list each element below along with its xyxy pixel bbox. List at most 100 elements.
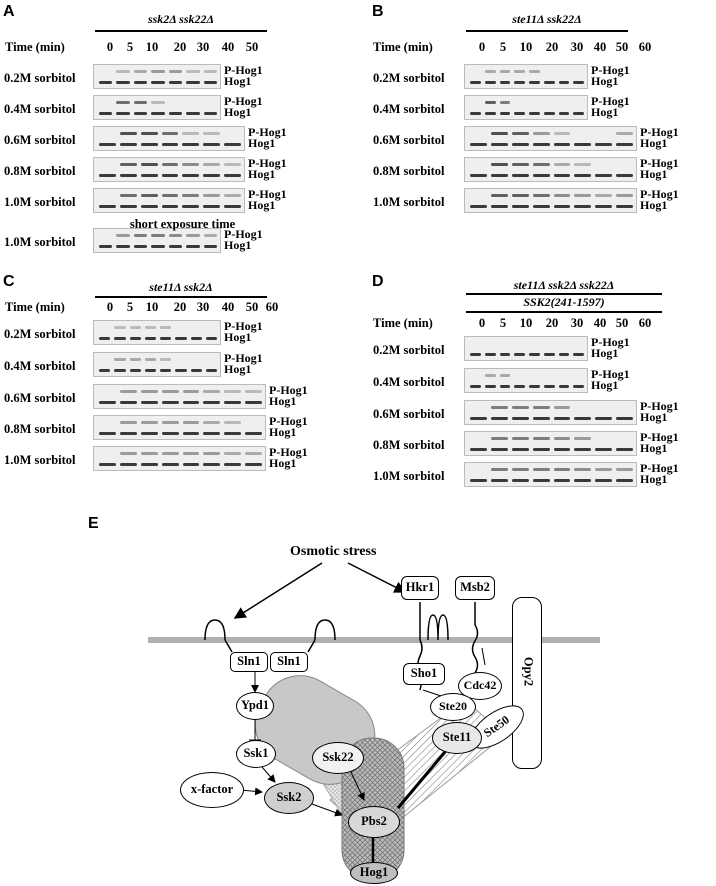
western-blot (93, 446, 266, 471)
hog1-band (203, 401, 221, 404)
hog1-band (574, 143, 592, 146)
hog1-band (511, 205, 529, 208)
hog1-band (595, 174, 613, 177)
ssk1-node: Ssk1 (236, 740, 276, 768)
hog1-band (182, 205, 200, 208)
p-hog1-band (203, 194, 221, 197)
hog1-band (616, 143, 633, 146)
p-hog1-band (116, 234, 130, 237)
timepoint-label: 5 (499, 316, 507, 330)
row-label: 0.2M sorbitol (4, 71, 76, 85)
hog1-band (99, 432, 116, 435)
hog1-band (99, 81, 113, 84)
p-hog1-band (168, 234, 183, 237)
hog1-band (116, 81, 130, 84)
p-hog1-label: P-Hog1 (248, 156, 287, 170)
p-hog1-band (140, 421, 158, 424)
panel-d-time-label: Time (min) (373, 316, 433, 330)
hog1-band (511, 417, 529, 420)
hog1-band (514, 353, 525, 356)
hog1-band (129, 337, 141, 340)
hog1-band (160, 369, 172, 372)
row-label: 1.0M sorbitol (4, 453, 76, 467)
timepoint-label: 10 (519, 316, 533, 330)
hog1-band (203, 174, 221, 177)
p-hog1-band (160, 358, 172, 361)
western-blot (93, 352, 221, 377)
hog1-band (140, 205, 158, 208)
hog1-band (99, 337, 111, 340)
hog1-band (99, 143, 116, 146)
timepoint-label: 0 (106, 300, 114, 314)
p-hog1-band (511, 194, 529, 197)
row-label: 1.0M sorbitol (373, 195, 445, 209)
hog1-band (470, 81, 481, 84)
row-label: 0.8M sorbitol (4, 164, 76, 178)
p-hog1-band (186, 70, 200, 73)
hog1-band (574, 205, 592, 208)
hog1-band (511, 448, 529, 451)
hog1-band (203, 112, 217, 115)
p-hog1-label: P-Hog1 (591, 63, 630, 77)
hog1-band (490, 479, 508, 482)
p-hog1-band (161, 390, 179, 393)
hog1-band (529, 112, 540, 115)
hog1-band (558, 112, 570, 115)
hog1-band (511, 479, 529, 482)
p-hog1-band (140, 132, 158, 135)
hog1-band (558, 81, 570, 84)
row-label: 0.2M sorbitol (373, 71, 445, 85)
hog1-band (161, 432, 179, 435)
hog1-band (499, 112, 511, 115)
p-hog1-band (140, 194, 158, 197)
hog1-band (529, 385, 540, 388)
ypd1-node: Ypd1 (236, 692, 274, 720)
hog1-band (553, 174, 571, 177)
p-hog1-label: P-Hog1 (224, 227, 263, 241)
p-hog1-band (616, 468, 633, 471)
panel-a-time-label: Time (min) (5, 40, 65, 54)
hog1-band (99, 112, 113, 115)
x-factor-node: x-factor (180, 772, 244, 808)
p-hog1-band (161, 163, 179, 166)
hog1-band (119, 174, 137, 177)
hog1-band (161, 143, 179, 146)
hog1-band (499, 81, 511, 84)
hog1-band (161, 174, 179, 177)
hog1-band (499, 353, 511, 356)
western-blot (464, 336, 588, 361)
hog1-band (175, 337, 187, 340)
western-blot (93, 188, 245, 213)
timepoint-label: 60 (265, 300, 279, 314)
pbs2-node: Pbs2 (348, 806, 400, 838)
panel-b-strain: ste11Δ ssk22Δ (512, 12, 582, 26)
p-hog1-band (203, 421, 221, 424)
panel-d-letter: D (372, 273, 384, 290)
hog1-band (99, 369, 111, 372)
western-blot (93, 95, 221, 120)
p-hog1-band (532, 132, 550, 135)
hog1-band (484, 353, 496, 356)
p-hog1-band (553, 437, 571, 440)
p-hog1-band (553, 132, 571, 135)
timepoint-label: 30 (196, 300, 210, 314)
hog1-band (119, 401, 137, 404)
hog1-label: Hog1 (224, 74, 252, 88)
hog1-band (574, 417, 592, 420)
hog1-label: Hog1 (269, 425, 297, 439)
hog1-band (574, 479, 592, 482)
panel-a-note: short exposure time (129, 217, 236, 231)
p-hog1-band (574, 437, 592, 440)
p-hog1-band (595, 468, 613, 471)
p-hog1-label: P-Hog1 (640, 399, 679, 413)
hog1-band (133, 81, 148, 84)
hog1-band (186, 112, 200, 115)
hog1-band (470, 417, 487, 420)
hog1-band (224, 174, 241, 177)
p-hog1-label: P-Hog1 (269, 383, 308, 397)
hog1-band (595, 417, 613, 420)
p-hog1-band (511, 437, 529, 440)
hog1-band (182, 401, 200, 404)
western-blot (93, 228, 221, 253)
